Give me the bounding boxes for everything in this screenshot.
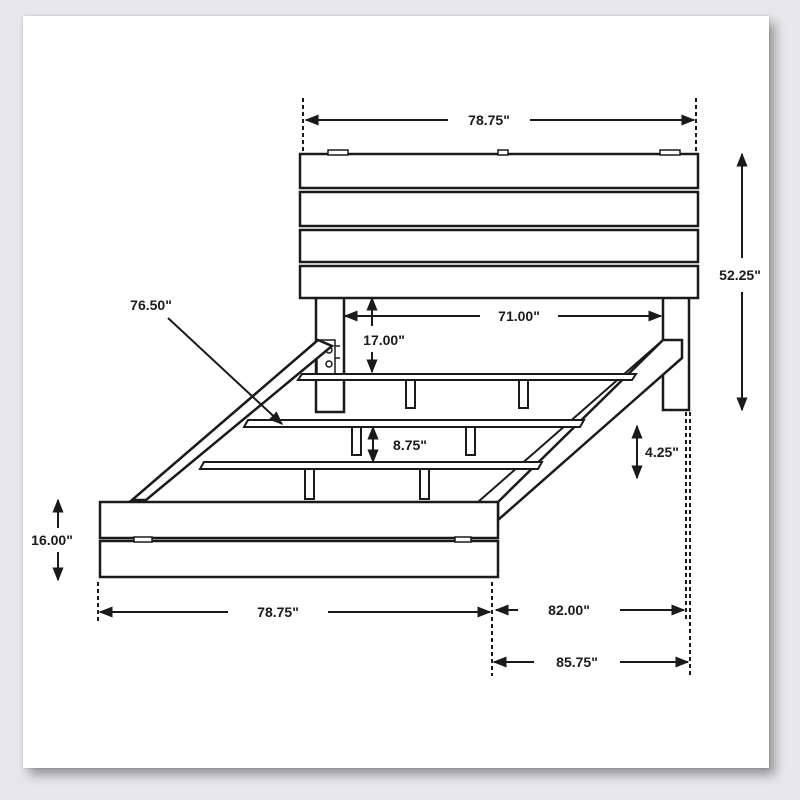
- headboard-slat-4: [298, 264, 700, 300]
- label-headboard-height: 52.25": [719, 267, 761, 283]
- label-slat-spacing: 8.75": [393, 437, 427, 453]
- right-side-rail: [496, 338, 684, 523]
- slat-leg: [465, 426, 476, 456]
- headboard-tab-left: [327, 149, 349, 156]
- footboard-bottom-board: [98, 539, 500, 579]
- label-headboard-width: 78.75": [468, 112, 510, 128]
- left-side-rail: [128, 338, 335, 502]
- slat-3: [198, 461, 544, 470]
- bed-frame: [128, 338, 684, 523]
- slat-2: [242, 419, 586, 428]
- dimension-lines: [52, 98, 748, 676]
- label-inner-width: 71.00": [498, 308, 540, 324]
- headboard-tab-mid: [497, 149, 509, 156]
- footboard: [98, 500, 500, 579]
- label-footboard-height: 16.00": [31, 532, 73, 548]
- slat-1: [296, 373, 638, 381]
- label-inner-length: 82.00": [548, 602, 590, 618]
- label-leg-clearance: 17.00": [363, 332, 405, 348]
- headboard-tab-right: [659, 149, 681, 156]
- headboard-slat-3: [298, 228, 700, 264]
- slat-leg: [405, 379, 416, 409]
- footboard-top-board: [98, 500, 500, 540]
- headboard-slat-2: [298, 190, 700, 228]
- label-rail-height: 4.25": [645, 444, 679, 460]
- label-footboard-width: 78.75": [257, 604, 299, 620]
- dimension-labels: 78.75" 52.25" 71.00" 17.00" 76.50" 8.75"…: [31, 112, 761, 670]
- label-overall-length: 85.75": [556, 654, 598, 670]
- slat-leg: [304, 468, 315, 500]
- slat-leg: [419, 468, 430, 500]
- support-slats: [198, 373, 638, 500]
- label-diagonal-length: 76.50": [130, 297, 172, 313]
- headboard-slat-1: [298, 152, 700, 190]
- slat-leg: [518, 379, 529, 409]
- slat-leg: [351, 426, 362, 456]
- headboard: [298, 149, 700, 414]
